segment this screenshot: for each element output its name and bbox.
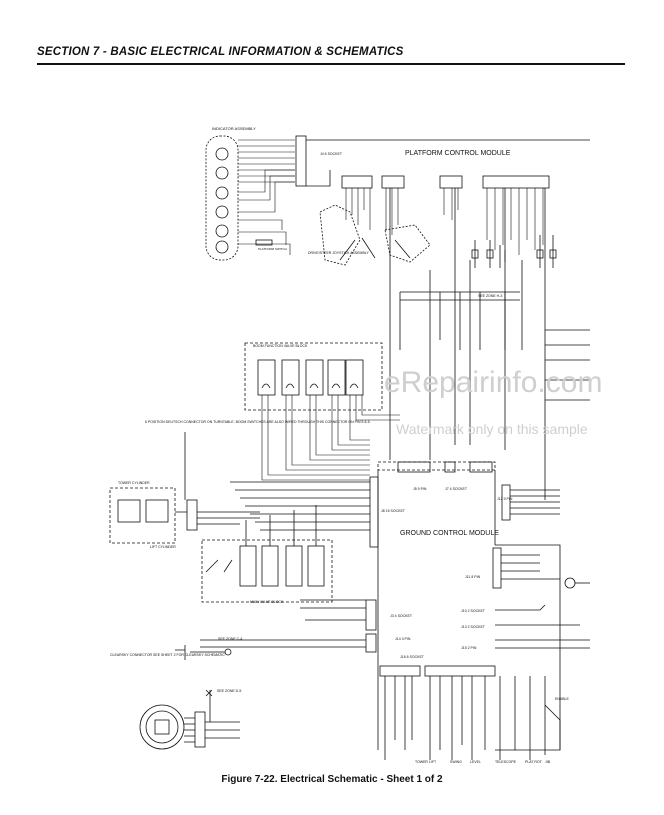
boom-valve-block: BOOM FUNCTION VALVE BLOCK: [244, 342, 400, 481]
platform-control-module: PLATFORM CONTROL MODULE: [341, 150, 550, 255]
j16-label: J16 6 SOCKET: [400, 655, 425, 659]
j5-label: J5 9 PIN: [413, 487, 427, 491]
lift-cylinder-label: LIFT CYLINDER: [150, 545, 176, 549]
see-zone-h3: SEE ZONE H-3: [478, 294, 502, 298]
j3-label: J3 4 SOCKET: [390, 614, 413, 618]
main-bus: SEE ZONE H-3: [389, 188, 590, 500]
boom-valve-coils: [257, 359, 364, 396]
indicator-assembly: INDICATOR ASSEMBLY: [205, 126, 295, 261]
platform-outputs: [471, 235, 557, 268]
clearsky-connector: CLEARSKY CONNECTOR SEE SHEET 2 FOR CLEAR…: [110, 637, 242, 697]
header-rule: [37, 63, 625, 65]
j13-label: J13 2 SOCKET: [461, 625, 486, 629]
see-zone-d5: SEE ZONE D-5: [217, 689, 241, 693]
enable-label: ENABLE: [555, 697, 569, 701]
platform-switch-label: PLATFORM SWITCH: [258, 247, 287, 251]
figure-caption: Figure 7-22. Electrical Schematic - Shee…: [221, 774, 443, 785]
j10-label: J10 2 SOCKET: [461, 609, 486, 613]
main-valve-block: MAIN VALVE BLOCK: [201, 505, 333, 604]
indicator-assembly-label: INDICATOR ASSEMBLY: [212, 126, 256, 131]
j8-label: J8 15 SOCKET: [381, 509, 406, 513]
j14-label: J14 3 PIN: [395, 637, 411, 641]
deutsch-connector-note: 6 POSITION DEUTSCH CONNECTOR ON TURNTABL…: [145, 420, 371, 500]
deutsch-note-label: 6 POSITION DEUTSCH CONNECTOR ON TURNTABL…: [145, 420, 371, 424]
watermark-site: eRepairinfo.com: [384, 366, 603, 399]
section-header: SECTION 7 - BASIC ELECTRICAL INFORMATION…: [37, 46, 404, 58]
telescope-label: TELESCOPE: [495, 760, 517, 764]
ground-control-module: GROUND CONTROL MODULE J5 9 PIN J7 4 SOCK…: [377, 461, 590, 751]
j4-socket-label: J4 6 SOCKET: [320, 152, 343, 156]
level-label: LEVEL: [470, 760, 481, 764]
see-zone-c4: SEE ZONE C-4: [218, 637, 242, 641]
j12-label: J12 9 PIN: [497, 497, 513, 501]
cylinders: TOWER CYLINDER LIFT CYLINDER: [109, 481, 260, 549]
ground-module-label: GROUND CONTROL MODULE: [400, 530, 499, 537]
main-valve-block-label: MAIN VALVE BLOCK: [250, 600, 284, 604]
j11-label: J11 8 PIN: [465, 575, 481, 579]
drive-joystick-label: DRIVE/STEER JOYSTICK ASSEMBLY: [308, 251, 369, 255]
display-gauge: [139, 690, 240, 750]
j4-socket-bus: J4 6 SOCKET: [295, 135, 590, 187]
j7-label: J7 4 SOCKET: [445, 487, 468, 491]
tower-lift-label: TOWER LIFT: [415, 760, 437, 764]
jib-label: JIB: [545, 760, 551, 764]
watermark-note: Watermark only on this sample: [396, 421, 588, 437]
lower-connectors: J3 4 SOCKET J14 3 PIN J16 6 SOCKET: [200, 599, 496, 677]
boom-valve-block-label: BOOM FUNCTION VALVE BLOCK: [253, 344, 308, 348]
bottom-outputs: TOWER LIFT SWING LEVEL TELESCOPE PLAT RO…: [384, 676, 551, 764]
platform-module-label: PLATFORM CONTROL MODULE: [405, 150, 511, 157]
swing-label: SWING: [450, 760, 462, 764]
indicator-lamps: [215, 147, 229, 254]
clearsky-label: CLEARSKY CONNECTOR SEE SHEET 2 FOR CLEAR…: [110, 653, 225, 657]
j15-label: J15 2 PIN: [461, 646, 477, 650]
drive-joystick-assembly: DRIVE/STEER JOYSTICK ASSEMBLY PLATFORM S…: [255, 204, 431, 266]
plat-rot-label: PLAT ROT: [525, 760, 543, 764]
tower-cylinder-label: TOWER CYLINDER: [118, 481, 150, 485]
